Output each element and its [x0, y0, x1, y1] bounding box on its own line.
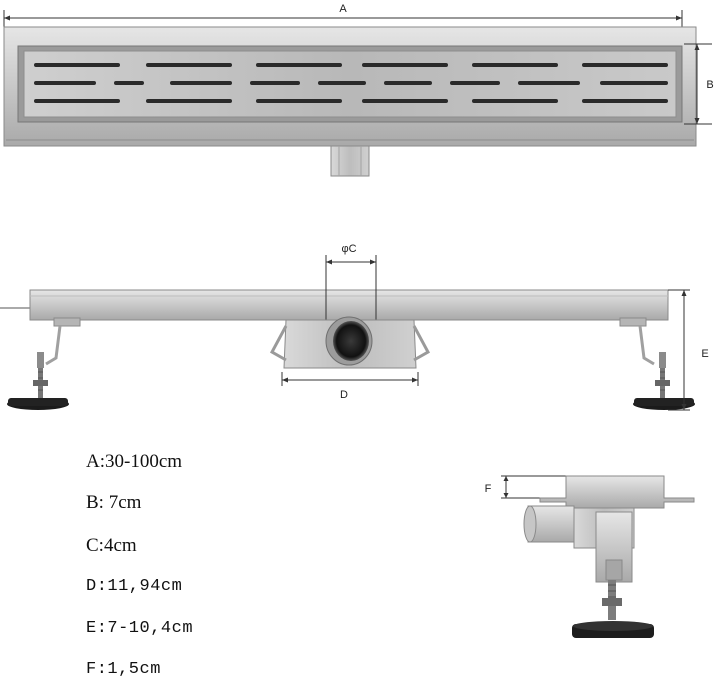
spec-b: B: 7cm [86, 492, 142, 513]
spec-f: F:1,5cm [86, 660, 161, 679]
adjustable-foot-left [7, 317, 81, 410]
spec-c: C:4cm [86, 535, 137, 556]
grate-slot [256, 99, 342, 103]
grate-slot [146, 63, 232, 67]
side-view: φC D [0, 243, 709, 411]
dimension-label-b: B [706, 79, 713, 91]
grate-slot [256, 63, 342, 67]
grate-slot [170, 81, 232, 85]
grate-slot [582, 63, 668, 67]
grate-slot [472, 99, 558, 103]
top-view: A B [3, 3, 714, 177]
grate-slot [518, 81, 580, 85]
grate-slot [34, 81, 96, 85]
dimension-label-e: E [701, 348, 708, 360]
grate-slots [34, 63, 668, 103]
drain-channel-side [29, 289, 669, 321]
outlet-pipe-top [330, 145, 370, 177]
grate-slot [450, 81, 500, 85]
spec-a: A:30-100cm [86, 451, 183, 472]
channel-profile [539, 475, 695, 509]
dimension-label-d: D [340, 389, 348, 401]
grate-slot [384, 81, 432, 85]
spec-e: E:7-10,4cm [86, 619, 194, 638]
grate-slot [600, 81, 668, 85]
grate-slot [114, 81, 144, 85]
end-view: F [485, 475, 695, 638]
grate-slot [582, 99, 668, 103]
dimension-label-c: φC [341, 243, 356, 255]
grate-slot [34, 99, 120, 103]
grate-slot [146, 99, 232, 103]
adjustable-foot-right [619, 317, 695, 410]
grate-slot [362, 99, 448, 103]
grate-slot [34, 63, 120, 67]
grate-slot [362, 63, 448, 67]
grate-slot [318, 81, 366, 85]
spec-d: D:11,94cm [86, 577, 183, 596]
dimension-label-f: F [485, 483, 492, 495]
grate-slot [250, 81, 300, 85]
grate-slot [472, 63, 558, 67]
dimension-label-a: A [339, 3, 347, 15]
